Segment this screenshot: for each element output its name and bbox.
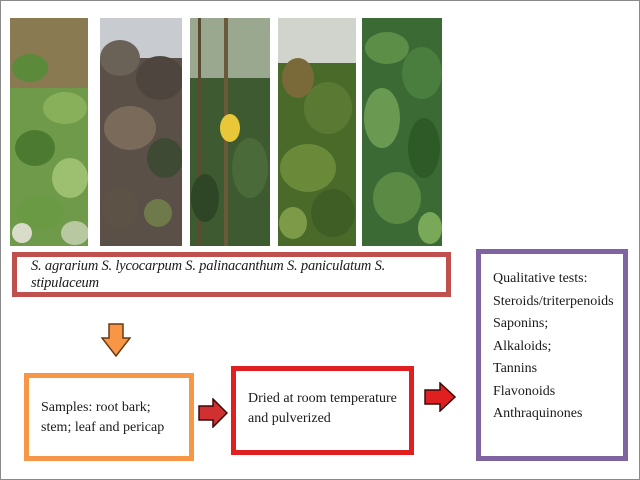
plant-photo-s-agrarium — [10, 18, 88, 246]
drying-box: Dried at room temperature and pulverized — [231, 366, 414, 455]
species-label: S. agrarium S. lycocarpum S. palinacanth… — [31, 257, 386, 291]
test-item: Saponins; — [493, 316, 549, 331]
test-item: Anthraquinones — [493, 406, 583, 421]
right-arrow-icon — [424, 382, 456, 412]
samples-box: Samples: root bark; stem; leaf and peric… — [24, 373, 194, 461]
qualitative-tests-box: Qualitative tests: Steroids/triterpenoid… — [476, 249, 628, 461]
test-item: Flavonoids — [493, 383, 556, 399]
right-arrow-icon — [198, 398, 228, 428]
species-box: S. agrarium S. lycocarpum S. palinacanth… — [12, 252, 451, 297]
plant-photo-s-stipulaceum — [362, 18, 442, 246]
samples-label: Samples: root bark; stem; leaf and peric… — [41, 400, 165, 435]
down-arrow-icon — [101, 323, 131, 357]
plant-photo-s-paniculatum — [278, 18, 356, 246]
test-item: Steroids/triterpenoids — [493, 293, 614, 309]
tests-heading: Qualitative tests: — [493, 271, 588, 286]
test-item: Tannins — [493, 361, 538, 376]
test-item: Alkaloids; — [493, 338, 552, 354]
plant-photo-s-palinacanthum — [190, 18, 270, 246]
plant-photo-s-lycocarpum — [100, 18, 182, 246]
drying-label: Dried at room temperature and pulverized — [248, 391, 397, 426]
